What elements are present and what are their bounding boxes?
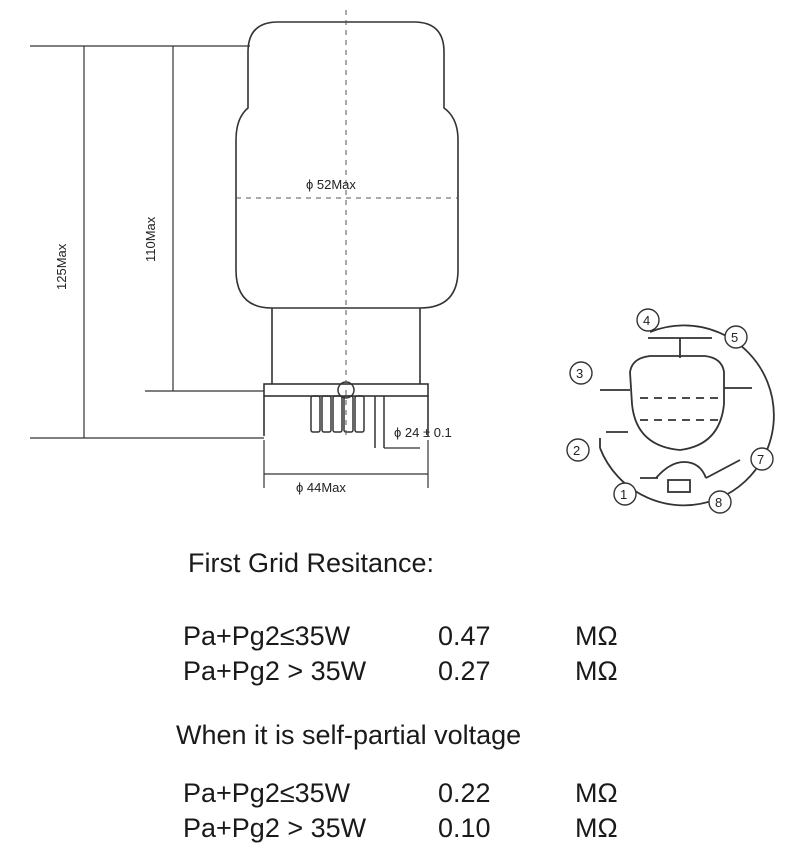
- row-value: 0.27: [438, 656, 491, 686]
- tube-outline: [235, 21, 459, 436]
- row-unit: MΩ: [575, 778, 618, 808]
- pin-4-label: 4: [643, 313, 650, 328]
- dim-overall-height: 125Max: [54, 243, 69, 290]
- dim-bulb-diameter: ϕ 52Max: [306, 177, 356, 192]
- tube-diagram: 125Max 110Max ϕ 52Max ϕ 24 ± 0.1 ϕ 44Max…: [30, 10, 775, 514]
- row-condition: Pa+Pg2 > 35W: [183, 656, 367, 686]
- pin-8-label: 8: [715, 495, 722, 510]
- pin-3-label: 3: [576, 366, 583, 381]
- pin-5-label: 5: [731, 330, 738, 345]
- pin-layout: [599, 324, 775, 507]
- pin-2-label: 2: [573, 443, 580, 458]
- row-value: 0.10: [438, 813, 491, 843]
- self-partial-heading: When it is self-partial voltage: [176, 720, 522, 750]
- row-unit: MΩ: [575, 621, 618, 651]
- pin-circles: [566, 308, 774, 514]
- row-condition: Pa+Pg2 > 35W: [183, 813, 367, 843]
- row-unit: MΩ: [575, 813, 618, 843]
- row-value: 0.22: [438, 778, 491, 808]
- row-condition: Pa+Pg2≤35W: [183, 778, 351, 808]
- dim-pin-diameter: ϕ 24 ± 0.1: [394, 425, 452, 440]
- dim-body-height: 110Max: [143, 216, 158, 262]
- dim-base-diameter: ϕ 44Max: [296, 480, 346, 495]
- base-pins: [310, 381, 385, 448]
- center-lines: [236, 10, 458, 440]
- row-unit: MΩ: [575, 656, 618, 686]
- pin-1-label: 1: [620, 487, 627, 502]
- dimension-lines: [30, 45, 429, 488]
- pin-7-label: 7: [757, 452, 764, 467]
- resistance-heading: First Grid Resitance:: [188, 548, 435, 578]
- row-condition: Pa+Pg2≤35W: [183, 621, 351, 651]
- row-value: 0.47: [438, 621, 491, 651]
